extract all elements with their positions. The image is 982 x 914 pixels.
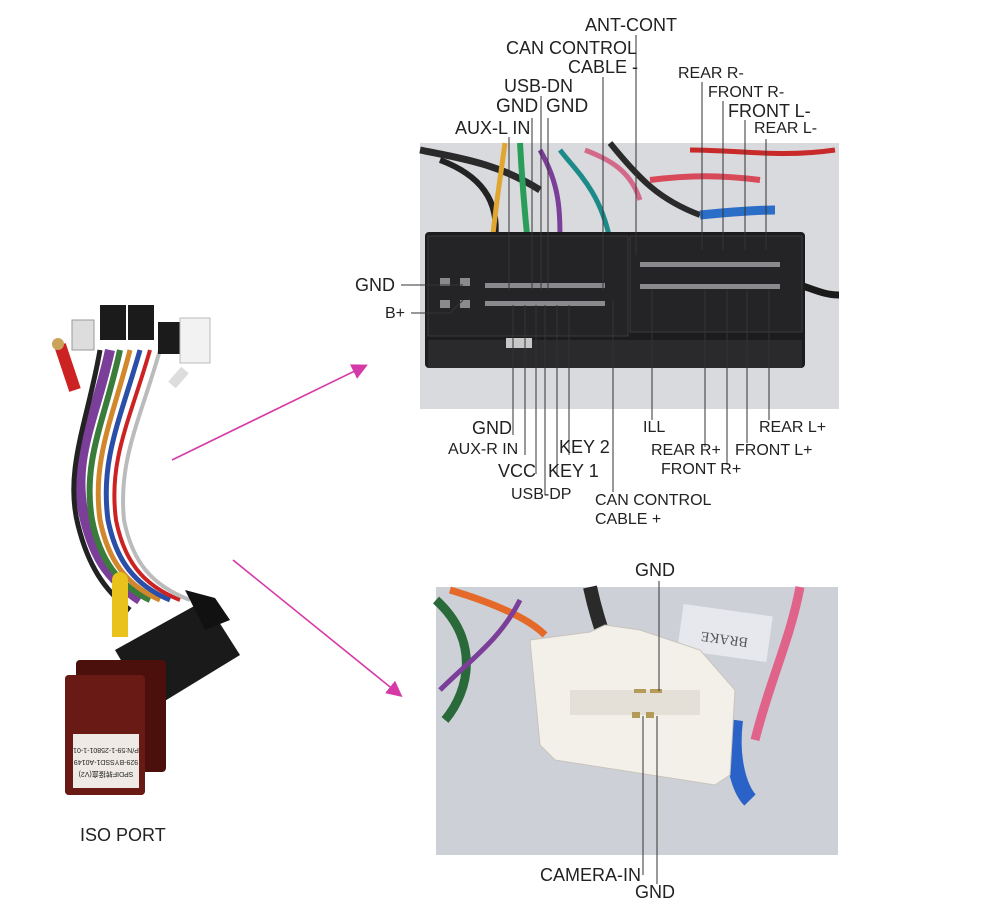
label-ant-cont: ANT-CONT: [585, 15, 677, 35]
label-front-r-plus: FRONT R+: [661, 461, 742, 478]
harness-illustration: [52, 305, 240, 795]
label-rear-l-plus: REAR L+: [759, 419, 827, 436]
label-camera-gnd-top: GND: [635, 560, 675, 580]
label-rear-r-plus: REAR R+: [651, 442, 721, 459]
label-front-l-minus: FRONT L-: [728, 101, 811, 121]
module-label-line2: 929-BYSSD1-A0149: [74, 758, 138, 765]
iso-port-caption: ISO PORT: [80, 825, 166, 845]
arrow-to-main-connector: [171, 364, 368, 461]
label-vcc: VCC: [498, 461, 537, 481]
label-ill: ILL: [643, 419, 666, 436]
label-rear-r-minus: REAR R-: [678, 65, 744, 82]
label-front-r-minus: FRONT R-: [708, 84, 785, 101]
label-gnd-bottom: GND: [472, 418, 512, 438]
label-usb-dp: USB-DP: [511, 486, 572, 503]
label-key1: KEY 1: [548, 461, 599, 481]
arrow-to-camera-connector: [232, 559, 403, 698]
label-b-plus: B+: [385, 305, 406, 322]
label-rear-l-minus: REAR L-: [754, 120, 818, 137]
label-can-minus-line1: CAN CONTROL: [506, 38, 638, 58]
label-gnd-top-b: GND: [546, 96, 589, 117]
module-label-line3: P/N:59-1-25801-1-01: [73, 746, 139, 753]
label-aux-l-in: AUX-L IN: [455, 118, 531, 138]
brake-tag: BRAKE: [700, 628, 749, 649]
main-connector-photo: [419, 141, 840, 409]
camera-connector-photo: [432, 585, 838, 855]
label-front-l-plus: FRONT L+: [735, 442, 813, 459]
label-aux-r-in: AUX-R IN: [448, 441, 519, 458]
label-can-plus-line2: CABLE +: [595, 511, 662, 528]
label-usb-dn: USB-DN: [504, 76, 574, 96]
label-key2: KEY 2: [559, 437, 610, 457]
label-side-gnd: GND: [355, 275, 395, 295]
module-label-line1: SPDIF转接盒(V2): [79, 770, 134, 779]
label-can-plus-line1: CAN CONTROL: [595, 492, 712, 509]
module-label: SPDIF转接盒(V2) 929-BYSSD1-A0149 P/N:59-1-2…: [73, 746, 139, 779]
camera-leader-lines: [642, 581, 660, 884]
label-gnd-top-a: GND: [496, 96, 539, 117]
label-camera-in: CAMERA-IN: [540, 865, 642, 885]
label-camera-gnd-bottom: GND: [635, 882, 675, 902]
label-can-minus-line2: CABLE -: [568, 57, 639, 77]
main-leader-lines: [401, 35, 770, 495]
